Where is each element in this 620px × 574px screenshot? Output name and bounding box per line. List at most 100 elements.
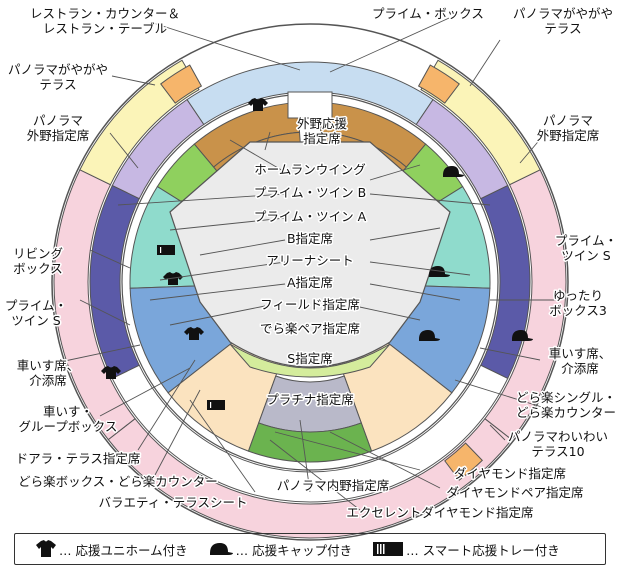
label-line: パノラマがやがや [8, 62, 108, 77]
legend-cap-label: … 応援キャップ付き [235, 542, 353, 558]
uniform-icon [101, 366, 121, 379]
leader-line [369, 283, 461, 301]
cap-icon [209, 543, 233, 555]
leader-line [229, 139, 286, 173]
label-line: ツイン S [11, 313, 60, 328]
terrace-orange-bottom [444, 442, 483, 481]
leader-line [264, 131, 271, 151]
leader-line [329, 13, 459, 73]
label-line: プラチナ指定席 [266, 392, 354, 407]
label-line: プライム・ツイン A [254, 209, 367, 224]
leader-line [299, 419, 311, 493]
label-l-pano-outfield-l: パノラマ外野指定席 [27, 113, 90, 143]
label-line: どら楽カウンター [516, 405, 616, 420]
leader-line [469, 39, 501, 87]
leader-line [111, 75, 156, 86]
legend-tray-label: … スマート応援トレー付き [406, 542, 560, 558]
leader-line [169, 305, 266, 326]
leader-line [117, 193, 286, 206]
tray-icon [157, 245, 175, 255]
ring-pink-right [484, 169, 567, 441]
label-line: 介添席 [29, 373, 67, 388]
legend: … 応援ユニホーム付き … 応援キャップ付き … スマート応援トレー付き [14, 533, 606, 565]
label-l-arena: アリーナシート [266, 253, 354, 268]
leader-line [79, 299, 131, 326]
leader-line [369, 261, 471, 276]
label-line: でら楽ペア指定席 [260, 321, 360, 336]
label-line: B指定席 [287, 231, 333, 246]
label-l-excellent: エクセレントダイヤモンド指定席 [346, 505, 533, 520]
label-line: パノラマ [33, 113, 83, 128]
leader-line [89, 249, 131, 269]
label-line: プライム・ [555, 233, 617, 248]
label-line: 指定席 [303, 131, 341, 146]
label-l-wheel-r: 車いす席、介添席 [549, 346, 612, 376]
label-l-dora-single: どら楽シングル・どら楽カウンター [516, 390, 616, 420]
label-line: ツイン S [561, 248, 610, 263]
label-line: プライム・ツイン B [254, 185, 366, 200]
label-line: パノラマわいわい [508, 429, 608, 444]
label-line: パノラマがやがや [513, 6, 613, 21]
terrace-orange-left [160, 64, 203, 104]
leader-line [274, 431, 421, 471]
label-line: パノラマ [543, 113, 593, 128]
label-l-diamond: ダイヤモンド指定席 [454, 466, 566, 481]
label-line: パノラマ内野指定席 [277, 478, 390, 493]
label-l-outfield-cheer: 外野応援指定席 [297, 116, 348, 146]
leader-line [149, 283, 286, 301]
label-line: テラス10 [531, 444, 584, 459]
uniform-icon [184, 327, 204, 340]
leader-line [137, 359, 196, 451]
label-l-b-seat: B指定席 [287, 231, 333, 246]
leader-line [479, 347, 541, 361]
legend-uniform: … 応援ユニホーム付き [35, 540, 188, 559]
label-line: A指定席 [287, 275, 333, 290]
leader-line [59, 344, 141, 363]
label-l-prime-twin-s-r: プライム・ツイン S [555, 233, 617, 263]
label-l-a-seat: A指定席 [287, 275, 333, 290]
tray-icon-stripe [160, 247, 162, 253]
cap-icon [429, 266, 450, 277]
uniform-icon [36, 540, 56, 557]
s-seat-arc [229, 343, 391, 378]
label-line: テラス [544, 21, 581, 36]
label-l-pano-yaya-r: パノラマがやがやテラス [513, 6, 613, 36]
label-line: ホームランウイング [254, 162, 366, 177]
leader-line [354, 305, 421, 321]
label-line: ダイヤモンドペア指定席 [446, 485, 583, 500]
label-line: グループボックス [19, 419, 118, 434]
tray-icon [373, 542, 404, 556]
navy-left [89, 184, 140, 380]
label-l-wheel-group: 車いす・グループボックス [19, 404, 118, 434]
tray-icon-stripe [210, 402, 212, 408]
label-line: バラエティ・テラスシート [98, 495, 247, 510]
leader-line [169, 217, 286, 231]
leader-line [369, 164, 421, 181]
legend-cap: … 応援キャップ付き [208, 540, 352, 559]
label-l-yuttari: ゆったりボックス3 [549, 288, 607, 318]
label-l-pano-waiwai: パノラマわいわいテラス10 [508, 429, 608, 459]
label-l-living: リビングボックス [13, 246, 63, 276]
label-line: 車いす席、 [549, 346, 612, 361]
cap-icon [419, 330, 440, 341]
cap-icon [512, 330, 533, 341]
leader-line [489, 424, 506, 441]
label-line: レストラン・テーブル [43, 21, 167, 36]
label-l-derapair: でら楽ペア指定席 [260, 321, 360, 336]
leader-line [454, 379, 546, 409]
label-line: テラス [39, 77, 76, 92]
label-l-prime-twin-b: プライム・ツイン B [254, 185, 366, 200]
label-line: アリーナシート [266, 253, 354, 268]
label-l-prime-box: プライム・ボックス [372, 6, 484, 21]
label-line: 介添席 [561, 361, 599, 376]
label-line: 外野応援 [297, 116, 348, 131]
label-line: プライム・ボックス [372, 6, 484, 21]
label-line: ダイヤモンド指定席 [454, 466, 566, 481]
label-line: ドアラ・テラス指定席 [16, 451, 141, 466]
leader-line [519, 129, 549, 164]
label-line: S指定席 [287, 351, 332, 366]
uniform-icon [248, 98, 268, 111]
label-line: 車いす席、 [17, 358, 80, 373]
label-l-pano-infield: パノラマ内野指定席 [277, 478, 390, 493]
